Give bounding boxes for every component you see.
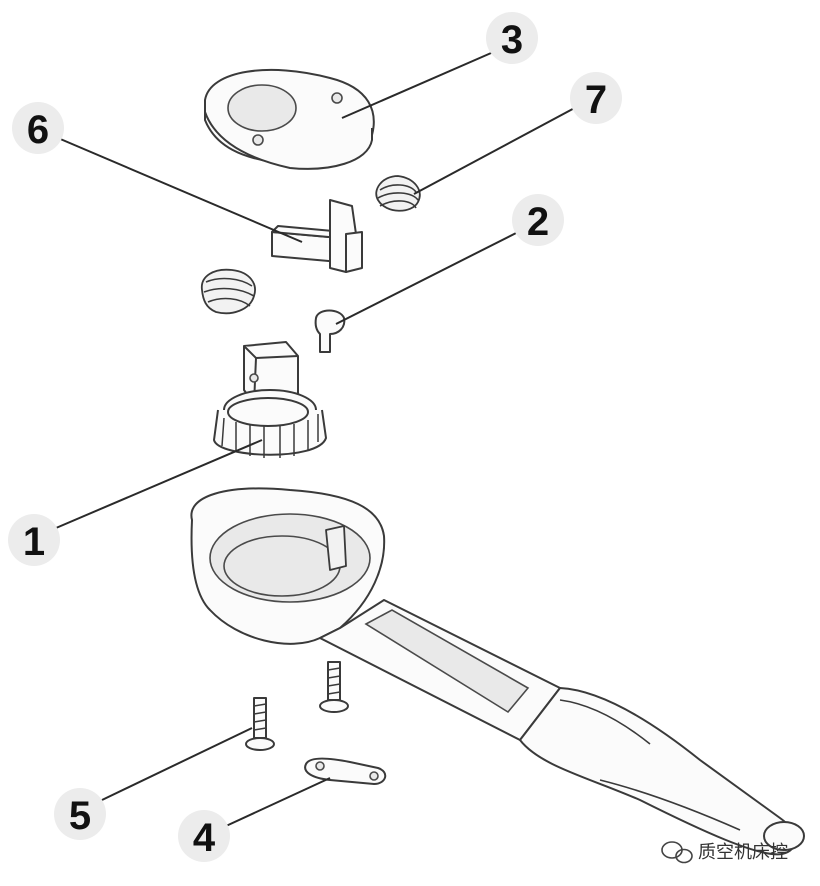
detent-pin-part bbox=[314, 309, 346, 353]
callout-4: 4 bbox=[178, 810, 230, 862]
link-plate-part bbox=[304, 757, 387, 785]
left-spring-part bbox=[201, 268, 256, 315]
callout-5: 5 bbox=[54, 788, 106, 840]
spring-part bbox=[375, 175, 421, 212]
leader-lines bbox=[55, 49, 583, 827]
watermark: 质空机床控 bbox=[661, 841, 788, 864]
cover-plate-part bbox=[204, 68, 375, 170]
leader-line-3 bbox=[341, 49, 499, 119]
ratchet-handle-body bbox=[190, 487, 805, 856]
callout-6-label: 6 bbox=[27, 108, 49, 152]
leader-line-1 bbox=[55, 439, 263, 529]
callout-1-label: 1 bbox=[23, 520, 45, 564]
leader-line-4 bbox=[225, 777, 331, 827]
screw-part bbox=[245, 697, 275, 751]
callout-5-label: 5 bbox=[69, 794, 91, 838]
callout-7: 7 bbox=[570, 72, 622, 124]
pawl-part bbox=[271, 199, 363, 273]
leader-line-5 bbox=[101, 727, 253, 801]
callout-7-label: 7 bbox=[585, 78, 607, 122]
watermark-text: 质空机床控 bbox=[698, 842, 788, 862]
wechat-icon bbox=[661, 841, 693, 864]
callout-3: 3 bbox=[486, 12, 538, 64]
leader-line-7 bbox=[413, 103, 583, 195]
callout-1: 1 bbox=[8, 514, 60, 566]
leader-line-6 bbox=[57, 137, 303, 243]
drive-gear-part bbox=[213, 341, 327, 458]
leader-line-2 bbox=[335, 229, 523, 325]
callout-2-label: 2 bbox=[527, 200, 549, 244]
callout-6: 6 bbox=[12, 102, 64, 154]
callout-2: 2 bbox=[512, 194, 564, 246]
callout-3-label: 3 bbox=[501, 18, 523, 62]
screw-upper-part bbox=[319, 661, 349, 713]
callout-4-label: 4 bbox=[193, 816, 216, 860]
